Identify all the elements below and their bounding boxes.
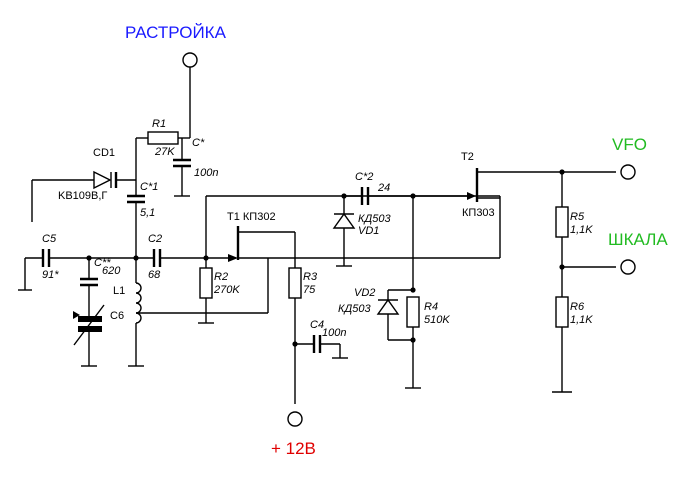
r5-resistor: R5 1,1K	[555, 169, 593, 297]
c-star-star-capacitor: C** 620	[80, 255, 121, 318]
cd1-type: KB109В,Г	[58, 190, 107, 202]
c2-capacitor: C2 68	[136, 233, 236, 281]
r5-value: 1,1K	[570, 224, 593, 236]
l1-inductor: L1 C6	[110, 255, 268, 367]
c-star2-value: 24	[377, 182, 390, 194]
r6-ref: R6	[570, 301, 585, 313]
c2-value: 68	[148, 269, 161, 281]
tuning-terminal-group: РАСТРОЙКА	[125, 23, 227, 138]
r4-ref: R4	[424, 301, 438, 313]
c-star2-ref: C*2	[355, 171, 373, 183]
c4-capacitor: C4 100n	[292, 319, 348, 359]
c2-ref: C2	[148, 233, 162, 245]
scale-terminal-group: ШКАЛА	[608, 230, 668, 275]
vd2-diode: VD2 КД503	[338, 193, 416, 341]
c4-value: 100n	[322, 327, 346, 339]
c-star-star-value: 620	[102, 265, 121, 277]
c-star-top-capacitor: C* 100n	[173, 137, 218, 197]
r3-ref: R3	[303, 271, 318, 283]
t2-type: КП303	[462, 207, 495, 219]
vfo-terminal[interactable]	[620, 164, 636, 180]
c4-ref: C4	[310, 319, 324, 331]
c5-capacitor: C5 91*	[18, 233, 136, 291]
r3-resistor: R3 75	[288, 232, 318, 404]
r2-value: 270K	[213, 284, 240, 296]
vd1-type: КД503	[358, 213, 391, 225]
vfo-terminal-group: VFO	[612, 135, 647, 180]
vd2-type: КД503	[338, 303, 371, 315]
supply-label: + 12В	[271, 439, 316, 458]
c-star1-capacitor: C*1 5,1	[127, 138, 158, 258]
r2-resistor: R2 270K	[198, 255, 240, 324]
c-star-top-value: 100n	[194, 167, 218, 179]
c-star2-capacitor: C*2 24	[344, 171, 468, 205]
t2-transistor: T2 КП303	[268, 151, 616, 259]
c5-value: 91*	[42, 269, 59, 281]
scale-label: ШКАЛА	[608, 230, 668, 249]
c-star1-ref: C*1	[140, 181, 158, 193]
vd2-ref: VD2	[354, 287, 375, 299]
t1-ref: T1 КП302	[227, 211, 276, 223]
supply-terminal-group: + 12В	[271, 411, 316, 458]
t2-ref: T2	[461, 151, 474, 163]
vd1-diode: КД503 VD1	[332, 193, 391, 267]
supply-terminal[interactable]	[287, 411, 303, 427]
tuning-label: РАСТРОЙКА	[125, 23, 227, 42]
cd1-ref: CD1	[93, 147, 115, 159]
r3-value: 75	[303, 284, 316, 296]
c5-ref: C5	[42, 233, 57, 245]
r6-value: 1,1K	[570, 314, 593, 326]
r1-resistor: R1 27K	[136, 118, 190, 158]
r6-resistor: R6 1,1K	[552, 264, 616, 393]
vfo-label: VFO	[612, 135, 647, 154]
r1-ref: R1	[152, 118, 166, 130]
cd1-varicap: CD1 KB109В,Г	[31, 147, 136, 222]
l1-ref: L1	[113, 285, 125, 297]
c6-ref: C6	[110, 310, 124, 322]
c-star-star-ref: C**	[94, 257, 111, 269]
tuning-terminal[interactable]	[182, 52, 198, 68]
r5-ref: R5	[570, 211, 585, 223]
vd1-ref: VD1	[358, 225, 379, 237]
scale-terminal[interactable]	[620, 259, 636, 275]
r1-value: 27K	[154, 146, 175, 158]
r4-resistor: R4 510K	[405, 287, 450, 389]
c-star1-value: 5,1	[140, 207, 155, 219]
r2-ref: R2	[214, 271, 228, 283]
variable-capacitor	[73, 304, 105, 367]
r4-value: 510K	[424, 314, 450, 326]
c-star-top-ref: C*	[192, 137, 205, 149]
